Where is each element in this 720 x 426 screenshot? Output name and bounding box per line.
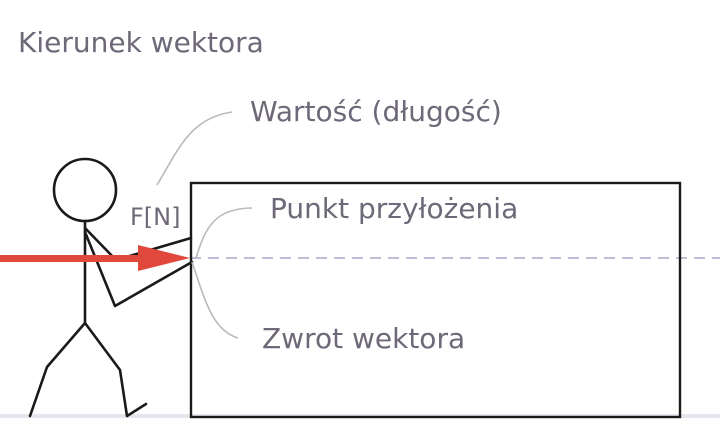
force-vector-shaft xyxy=(0,255,150,262)
magnitude-leader-line xyxy=(156,111,233,186)
force-unit-label: F[N] xyxy=(130,203,180,231)
application-point-label: Punkt przyłożenia xyxy=(270,192,518,225)
stick-figure-leg-left xyxy=(28,321,87,418)
sense-leader-line xyxy=(191,261,239,339)
stick-figure-head xyxy=(52,157,118,223)
stick-figure xyxy=(28,157,194,418)
stick-figure-leg-right xyxy=(83,321,148,418)
direction-label: Kierunek wektora xyxy=(18,26,264,59)
force-vector-arrowhead xyxy=(138,245,190,271)
application-point-leader-line xyxy=(195,207,253,259)
force-vector-arrow xyxy=(0,245,190,271)
pushed-box xyxy=(189,181,682,419)
magnitude-label: Wartość (długość) xyxy=(250,95,502,128)
sense-label: Zwrot wektora xyxy=(262,322,465,355)
